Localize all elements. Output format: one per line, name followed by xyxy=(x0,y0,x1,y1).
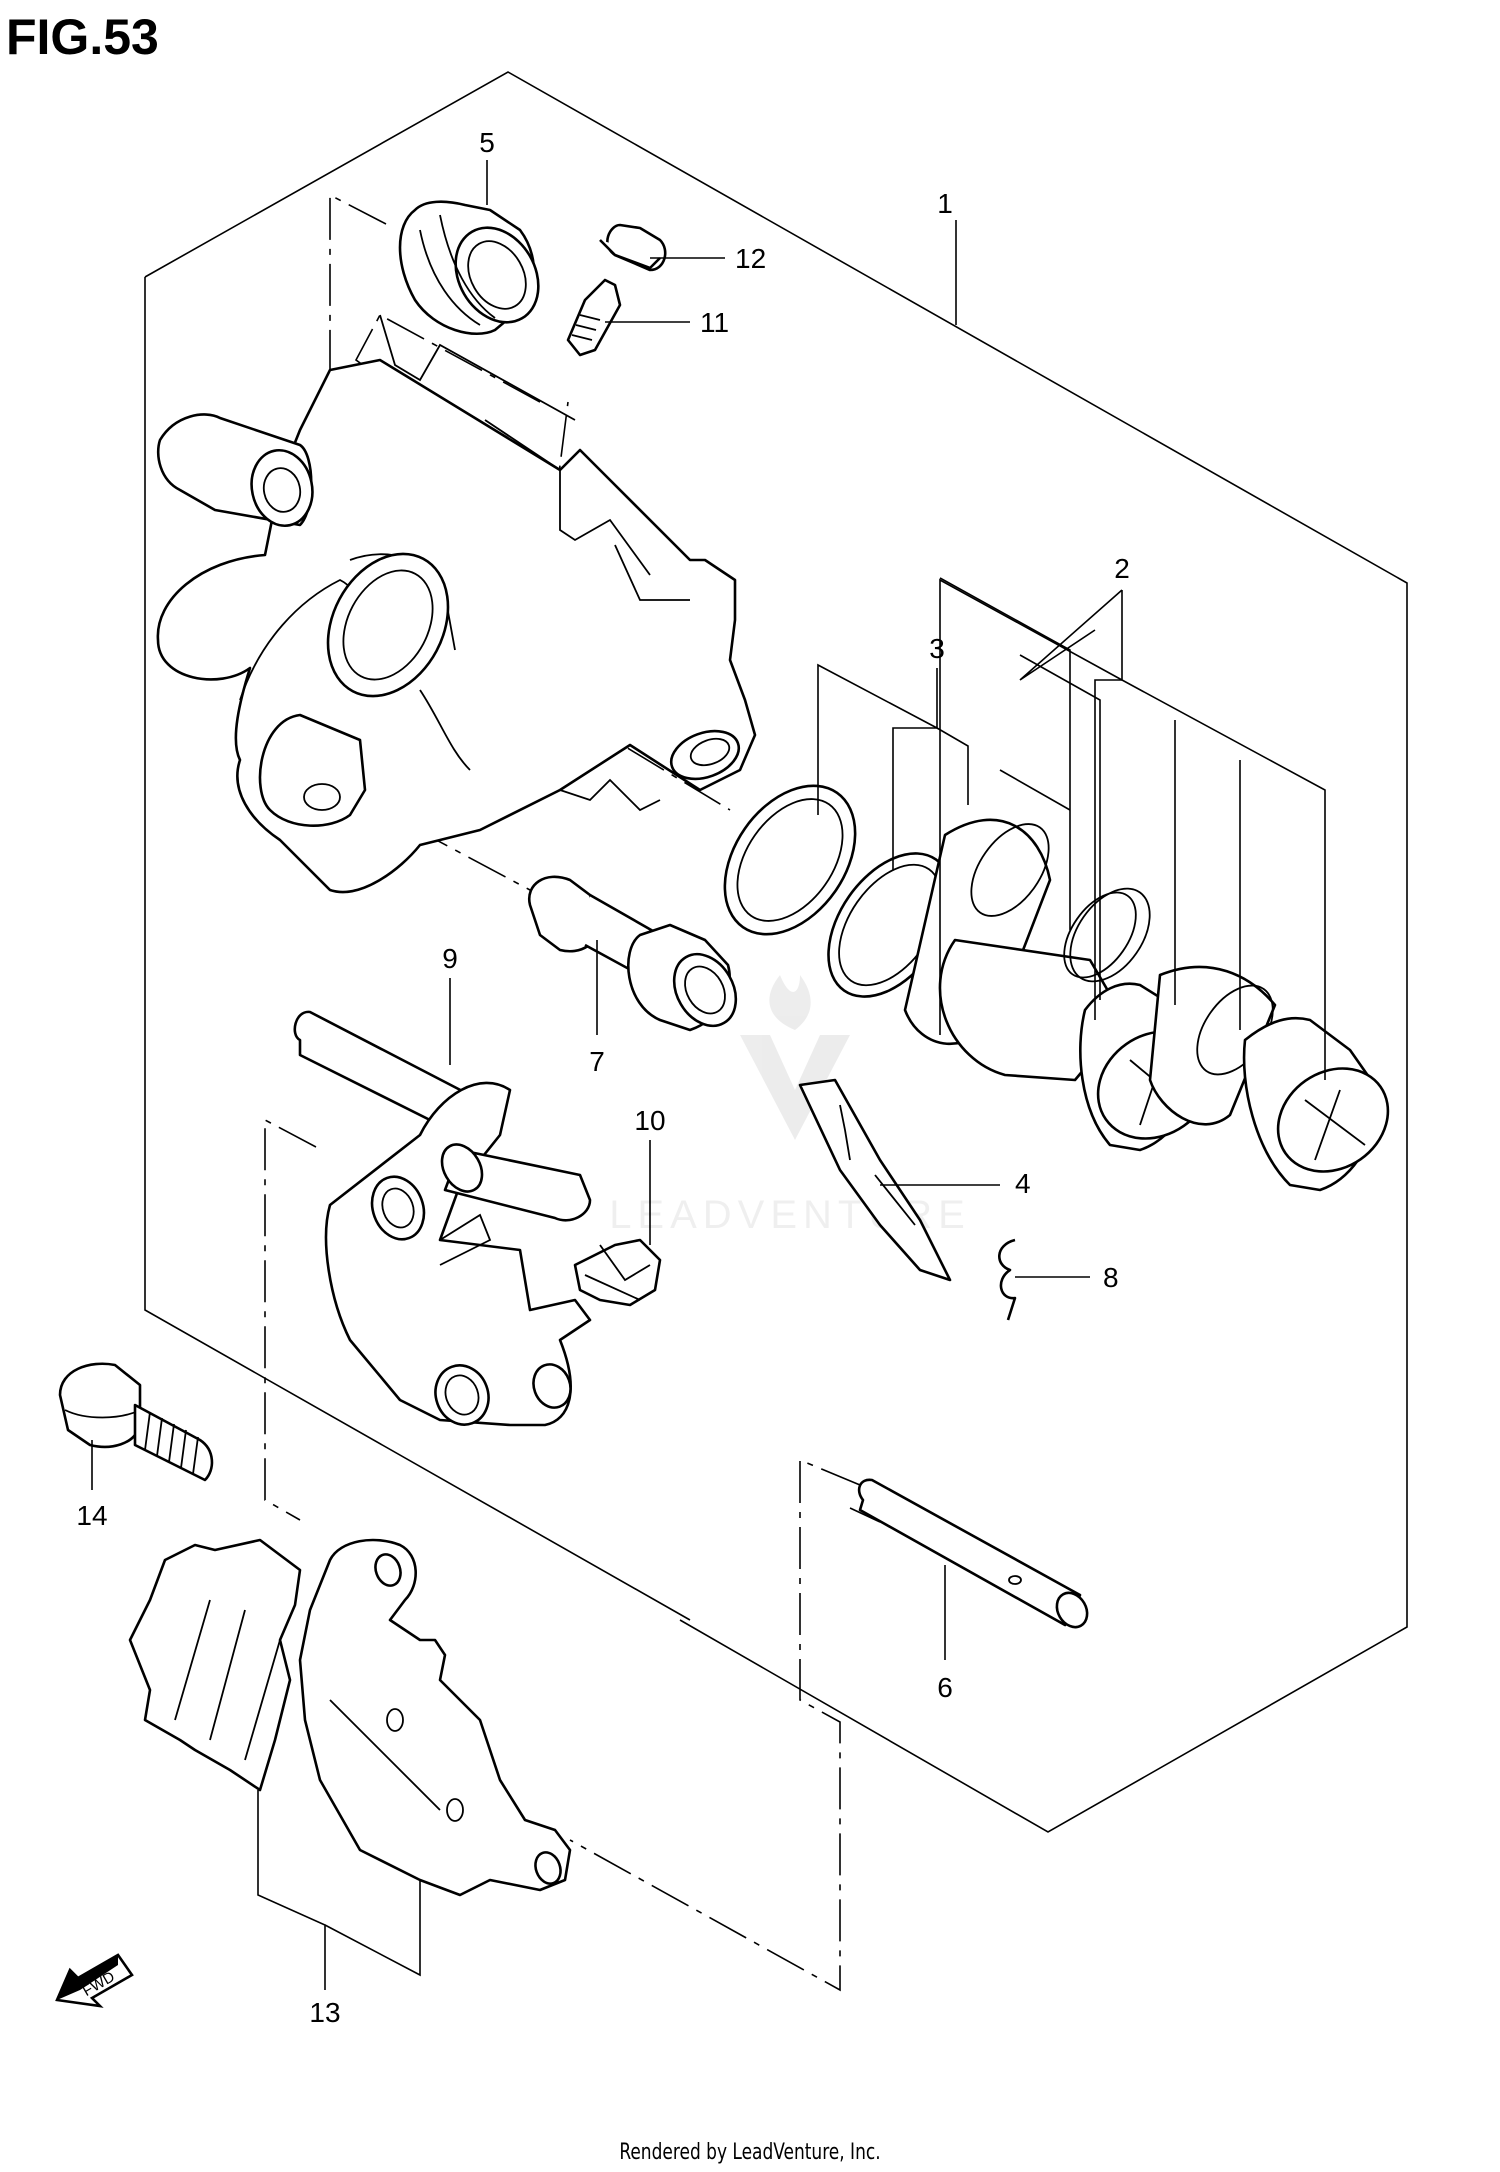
callout-7: 7 xyxy=(589,1046,605,1077)
callout-9: 9 xyxy=(442,943,458,974)
callout-4: 4 xyxy=(1015,1168,1031,1199)
brake-pad-set xyxy=(128,1538,572,1897)
callouts: 1 2 3 4 5 6 7 8 9 10 xyxy=(76,127,1326,2028)
pad-pin xyxy=(857,1478,1089,1629)
piston-boot xyxy=(398,200,540,335)
callout-10: 10 xyxy=(634,1105,665,1136)
callout-5: 5 xyxy=(479,127,495,158)
assembly-box-outline xyxy=(144,71,1408,1833)
callout-13: 13 xyxy=(309,1997,340,2028)
bleeder-screw xyxy=(566,278,622,357)
callout-6: 6 xyxy=(937,1672,953,1703)
caliper-bracket xyxy=(293,1010,592,1427)
callout-2: 2 xyxy=(1114,553,1130,584)
fwd-arrow-icon: FWD xyxy=(55,1953,134,2008)
callout-8: 8 xyxy=(1103,1262,1119,1293)
callout-3: 3 xyxy=(929,633,945,664)
bleeder-cap xyxy=(599,223,667,272)
mounting-bolt xyxy=(58,1362,214,1482)
leadventure-logo-icon xyxy=(740,975,850,1140)
piston-outer xyxy=(1069,887,1390,1192)
pad-spring-clip xyxy=(573,1238,662,1307)
retaining-clip xyxy=(998,1238,1017,1321)
callout-1: 1 xyxy=(937,188,953,219)
figure-title: FIG.53 xyxy=(6,9,159,65)
slide-pin xyxy=(527,875,738,1032)
callout-12: 12 xyxy=(735,243,766,274)
caliper-body xyxy=(156,314,757,894)
footer-credit: Rendered by LeadVenture, Inc. xyxy=(619,2140,881,2165)
pad-shim xyxy=(798,1078,952,1282)
callout-11: 11 xyxy=(700,307,729,338)
callout-14: 14 xyxy=(76,1500,107,1531)
piston-seal-outer xyxy=(723,784,857,936)
